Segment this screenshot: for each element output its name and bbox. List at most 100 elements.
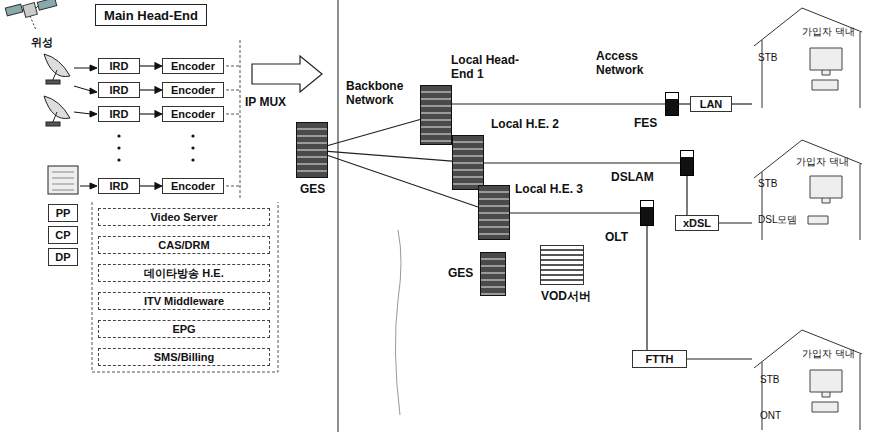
connector [646, 226, 647, 350]
connector [140, 113, 162, 114]
subscriber-house: 가입자 댁내 STB ONT [752, 326, 864, 430]
node-text: Encoder [171, 180, 215, 192]
node-text: STB [758, 178, 777, 190]
node-text: LAN [700, 98, 723, 110]
node-text: DSL모뎀 [758, 214, 797, 226]
dish-antenna [44, 54, 70, 126]
switch-device: DSLAM [680, 150, 694, 176]
tv-pc-icon [808, 176, 842, 224]
node-text: PP [56, 207, 71, 219]
broadcast-building [48, 166, 78, 194]
tv-pc-icon [810, 370, 842, 412]
node-text: SMS/Billing [154, 351, 215, 363]
server-icon: Local Head-End 1 [420, 85, 452, 145]
connector [328, 151, 452, 161]
encoder-box: Encoder [162, 58, 224, 74]
provider-box: PP [48, 204, 78, 222]
node-text: CP [55, 229, 70, 241]
network-label: Backbone Network [345, 80, 411, 108]
node-text: GES [448, 267, 473, 281]
node-text: ITV Middleware [144, 295, 224, 307]
subscriber-house: 가입자 댁내 STB [752, 4, 864, 112]
title-box: Main Head-End [95, 4, 207, 26]
mux-label: IP MUX [244, 96, 287, 110]
node-text: 가입자 댁내 [802, 26, 855, 38]
link-box: FTTH [632, 350, 687, 368]
node-text: FES [634, 117, 657, 131]
link-box: LAN [690, 96, 732, 112]
divider-line [338, 0, 339, 432]
system-box: 데이타방송 H.E. [98, 264, 270, 282]
switch-device: FES [665, 92, 679, 116]
node-text: DSLAM [611, 171, 654, 185]
node-text: OLT [605, 231, 628, 245]
node-text: ONT [760, 410, 781, 422]
server-icon: GES [480, 252, 506, 296]
ird-box: IRD [98, 82, 140, 98]
house-roof [754, 8, 862, 108]
connector [687, 358, 752, 359]
connector [732, 103, 752, 104]
node-text: VOD서버 [541, 290, 591, 304]
connector [328, 120, 420, 146]
node-text: IRD [110, 84, 129, 96]
connector [140, 89, 162, 90]
node-text: GES [300, 183, 325, 197]
node-text: STB [758, 52, 777, 64]
connector [686, 176, 687, 215]
switch-device: OLT [640, 200, 654, 226]
server-icon: Local H.E. 2 [452, 135, 484, 190]
encoder-box: Encoder [162, 106, 224, 122]
node-text: Encoder [171, 108, 215, 120]
tv-pc-icon [810, 48, 842, 90]
connector [484, 162, 680, 163]
connector [679, 103, 690, 104]
mux-arrow [252, 56, 322, 92]
node-text: IRD [110, 60, 129, 72]
backbone-curve [395, 230, 401, 415]
encoder-box: Encoder [162, 82, 224, 98]
connector [140, 65, 162, 66]
sat-label: 위성 [30, 36, 54, 49]
node-text: 데이타방송 H.E. [144, 266, 223, 281]
node-text: Local H.E. 2 [491, 118, 559, 132]
server-icon: Local H.E. 3 [478, 185, 510, 240]
connector [510, 212, 640, 213]
system-box: SMS/Billing [98, 348, 270, 366]
satellite-icon [5, 0, 56, 30]
node-text: Main Head-End [104, 8, 198, 23]
node-text: xDSL [683, 217, 711, 229]
node-text: Local H.E. 3 [515, 183, 583, 197]
connector [452, 103, 665, 104]
node-text: DP [55, 251, 70, 263]
node-text: Video Server [150, 211, 217, 223]
provider-box: CP [48, 226, 78, 244]
mux-bracket [92, 40, 278, 372]
link-box: xDSL [675, 215, 719, 231]
ellipsis-dots [117, 134, 194, 161]
ird-box: IRD [98, 178, 140, 194]
house-roof [754, 140, 862, 240]
system-box: EPG [98, 320, 270, 338]
node-text: EPG [172, 323, 195, 335]
encoder-box: Encoder [162, 178, 224, 194]
system-box: Video Server [98, 208, 270, 226]
node-text: 가입자 댁내 [802, 348, 855, 360]
connector [719, 222, 752, 223]
system-box: ITV Middleware [98, 292, 270, 310]
node-text: IRD [110, 180, 129, 192]
connector [140, 185, 162, 186]
node-text: IRD [110, 108, 129, 120]
ird-box: IRD [98, 58, 140, 74]
node-text: FTTH [645, 353, 673, 365]
node-text: Local Head-End 1 [451, 54, 531, 82]
node-text: Encoder [171, 84, 215, 96]
subscriber-house: 가입자 댁내 STB DSL모뎀 [752, 136, 864, 236]
node-text: STB [760, 374, 779, 386]
house-roof [754, 330, 862, 430]
feed-arrow [74, 65, 97, 189]
provider-box: DP [48, 248, 78, 266]
ird-box: IRD [98, 106, 140, 122]
node-text: 가입자 댁내 [796, 156, 849, 168]
vod-rack: VOD서버 [540, 245, 584, 285]
